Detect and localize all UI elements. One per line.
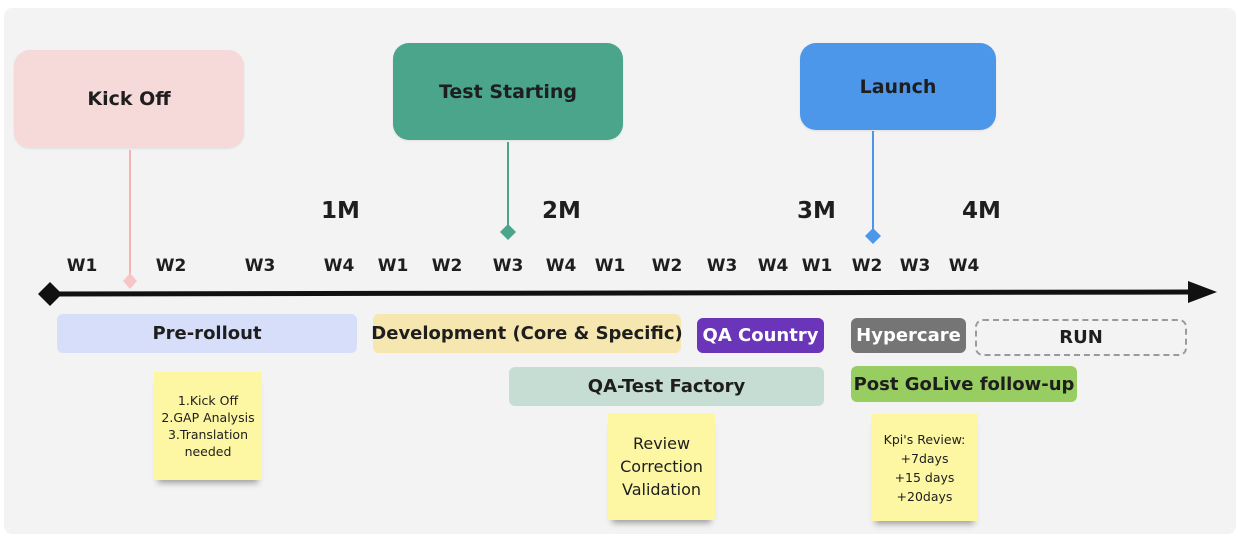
qa-sticky-note[interactable]: Review Correction Validation — [608, 413, 715, 520]
timeline-start-diamond — [38, 282, 62, 306]
note-line: 3.Translation — [167, 427, 249, 442]
kickoff-milestone[interactable]: Kick Off — [14, 50, 244, 148]
timeline-arrowhead — [1188, 281, 1217, 303]
post-golive-label: Post GoLive follow-up — [853, 373, 1075, 395]
month-label-4: 4M — [962, 198, 1001, 224]
week-label: W1 — [66, 256, 98, 276]
week-label: W2 — [651, 256, 683, 276]
qa-test-factory-label: QA-Test Factory — [587, 376, 746, 397]
run-label: RUN — [1059, 327, 1103, 348]
test-diamond — [500, 224, 516, 240]
hypercare-phase[interactable]: Hypercare — [851, 318, 966, 353]
week-label: W4 — [545, 256, 577, 276]
week-label: W4 — [948, 256, 980, 276]
development-label: Development (Core & Specific) — [371, 323, 683, 344]
kickoff-diamond — [123, 273, 137, 289]
prerollout-sticky-note[interactable]: 1.Kick Off 2.GAP Analysis 3.Translation … — [154, 372, 262, 480]
kpi-sticky-note[interactable]: Kpi's Review: +7days +15 days +20days — [871, 414, 978, 521]
note-line: Correction — [620, 457, 703, 476]
test-starting-milestone[interactable]: Test Starting — [393, 43, 623, 140]
week-label: W4 — [757, 256, 789, 276]
qa-test-factory-phase[interactable]: QA-Test Factory — [509, 367, 824, 406]
note-line: needed — [184, 444, 232, 459]
note-line: +20days — [896, 488, 953, 504]
run-phase[interactable]: RUN — [975, 319, 1187, 356]
post-golive-phase[interactable]: Post GoLive follow-up — [851, 366, 1077, 402]
note-line: +15 days — [894, 469, 955, 485]
week-label: W3 — [492, 256, 524, 276]
month-label-2: 2M — [542, 198, 581, 224]
week-label: W1 — [801, 256, 833, 276]
note-line: +7days — [900, 450, 949, 466]
prerollout-label: Pre-rollout — [152, 323, 262, 344]
week-label: W1 — [377, 256, 409, 276]
launch-label: Launch — [859, 75, 937, 98]
launch-diamond — [865, 228, 881, 244]
note-line: 1.Kick Off — [177, 393, 239, 408]
timeline-axis — [49, 289, 1193, 297]
week-label: W3 — [899, 256, 931, 276]
hypercare-label: Hypercare — [856, 325, 961, 346]
kickoff-label: Kick Off — [87, 88, 171, 110]
week-label: W2 — [851, 256, 883, 276]
month-label-1: 1M — [321, 198, 360, 224]
note-line: 2.GAP Analysis — [161, 410, 255, 425]
qa-country-phase[interactable]: QA Country — [697, 318, 824, 353]
week-label: W4 — [323, 256, 355, 276]
week-label: W3 — [706, 256, 738, 276]
week-label: W1 — [594, 256, 626, 276]
test-starting-label: Test Starting — [438, 80, 577, 103]
note-line: Kpi's Review: — [883, 431, 966, 447]
note-line: Review — [632, 434, 691, 453]
prerollout-phase[interactable]: Pre-rollout — [57, 314, 357, 353]
development-phase[interactable]: Development (Core & Specific) — [371, 314, 683, 353]
qa-country-label: QA Country — [702, 325, 819, 346]
week-label: W3 — [244, 256, 276, 276]
launch-milestone[interactable]: Launch — [800, 43, 996, 130]
week-label: W2 — [431, 256, 463, 276]
week-label: W2 — [155, 256, 187, 276]
month-label-3: 3M — [797, 198, 836, 224]
note-line: Validation — [621, 480, 701, 499]
